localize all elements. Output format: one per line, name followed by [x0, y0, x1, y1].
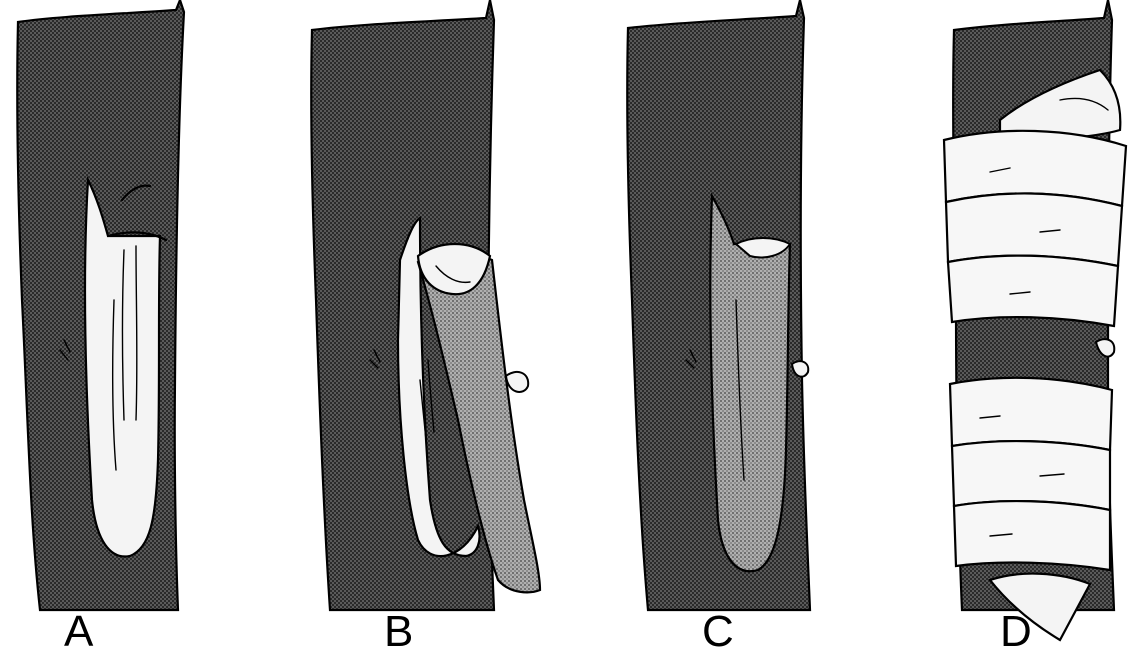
panel-label-d: D [1000, 607, 1032, 656]
panel-a [17, 0, 184, 610]
wrap-band-6-d [954, 501, 1110, 570]
panel-label-c: C [702, 607, 734, 656]
panel-label-b: B [384, 607, 413, 656]
wrap-band-3-d [948, 256, 1118, 326]
panel-b [311, 0, 540, 610]
panel-c [627, 0, 810, 610]
panel-label-a: A [64, 607, 94, 656]
wrap-band-5-d [952, 441, 1110, 510]
wrap-band-4-d [950, 378, 1112, 450]
panel-d [944, 0, 1126, 640]
bud-b [506, 372, 528, 392]
